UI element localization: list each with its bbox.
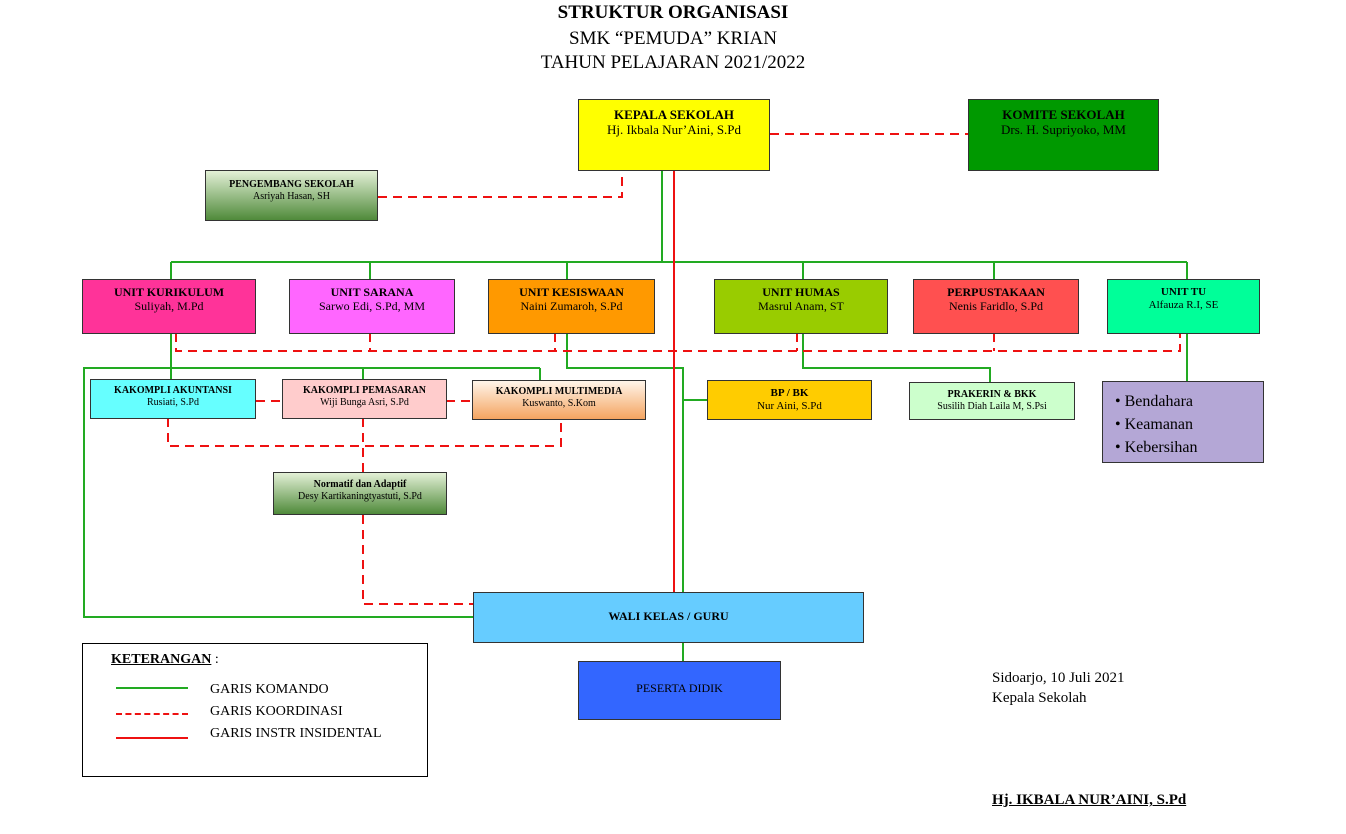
node-name: Rusiati, S.Pd — [147, 396, 199, 408]
legend: KETERANGAN : GARIS KOMANDO GARIS KOORDIN… — [82, 643, 428, 777]
academic-year: TAHUN PELAJARAN 2021/2022 — [540, 52, 806, 73]
node-name: Masrul Anam, ST — [758, 298, 844, 313]
node-name: Asriyah Hasan, SH — [253, 190, 330, 202]
node-title: UNIT TU — [1160, 286, 1207, 298]
signature-name: Hj. IKBALA NUR’AINI, S.Pd — [992, 792, 1187, 808]
node-title: KEPALA SEKOLAH — [613, 107, 735, 122]
node-title: UNIT KURIKULUM — [113, 285, 225, 299]
coordination-line — [175, 333, 1181, 352]
node-unit-tu: UNIT TU Alfauza R.I, SE — [1107, 279, 1260, 334]
legend-heading: KETERANGAN — [111, 652, 212, 667]
legend-item-label: GARIS INSTR INSIDENTAL — [210, 726, 382, 741]
node-name: Hj. Ikbala Nur’Aini, S.Pd — [606, 121, 742, 137]
node-peserta-didik: PESERTA DIDIK — [578, 661, 781, 720]
legend-coordination-swatch — [116, 713, 188, 715]
node-name: Alfauza R.I, SE — [1148, 298, 1219, 311]
command-line — [170, 262, 1188, 280]
node-title: KAKOMPLI PEMASARAN — [302, 385, 427, 396]
chart-title: STRUKTUR ORGANISASI — [557, 2, 789, 23]
signature-role: Kepala Sekolah — [992, 690, 1087, 706]
signature-place-date: Sidoarjo, 10 Juli 2021 — [992, 670, 1125, 686]
coordination-line — [378, 170, 623, 198]
node-title: BP / BK — [770, 387, 809, 399]
coordination-line — [369, 333, 995, 351]
node-normatif-adaptif: Normatif dan Adaptif Desy Kartikaningtya… — [273, 472, 447, 515]
coordination-line — [167, 418, 562, 447]
node-name: Susilih Diah Laila M, S.Psi — [937, 400, 1047, 412]
node-title: UNIT SARANA — [330, 285, 414, 299]
node-pengembang-sekolah: PENGEMBANG SEKOLAH Asriyah Hasan, SH — [205, 170, 378, 221]
node-name: Desy Kartikaningtyastuti, S.Pd — [298, 490, 422, 502]
node-name: Kuswanto, S.Kom — [522, 397, 596, 409]
node-unit-kurikulum: UNIT KURIKULUM Suliyah, M.Pd — [82, 279, 256, 334]
node-perpustakaan: PERPUSTAKAAN Nenis Faridlo, S.Pd — [913, 279, 1079, 334]
node-title: PRAKERIN & BKK — [947, 389, 1037, 400]
node-kakompli-multimedia: KAKOMPLI MULTIMEDIA Kuswanto, S.Kom — [472, 380, 646, 420]
node-kepala-sekolah: KEPALA SEKOLAH Hj. Ikbala Nur’Aini, S.Pd — [578, 99, 770, 171]
command-line — [802, 333, 991, 382]
node-title: UNIT KESISWAAN — [519, 285, 624, 299]
node-name: Drs. H. Supriyoko, MM — [1001, 121, 1126, 137]
legend-item-label: GARIS KOMANDO — [210, 682, 329, 697]
node-tu-staff-list: • Bendahara • Keamanan • Kebersihan — [1102, 381, 1264, 463]
node-komite-sekolah: KOMITE SEKOLAH Drs. H. Supriyoko, MM — [968, 99, 1159, 171]
node-title: PENGEMBANG SEKOLAH — [229, 179, 354, 190]
school-name: SMK “PEMUDA” KRIAN — [569, 28, 777, 49]
command-line — [566, 333, 684, 617]
tu-item: • Kebersihan — [1115, 439, 1198, 456]
node-title: KAKOMPLI MULTIMEDIA — [495, 386, 623, 397]
node-unit-humas: UNIT HUMAS Masrul Anam, ST — [714, 279, 888, 334]
node-title: KOMITE SEKOLAH — [1002, 107, 1125, 122]
node-name: Wiji Bunga Asri, S.Pd — [320, 396, 409, 408]
legend-incidental-swatch — [116, 737, 188, 739]
command-line — [170, 368, 541, 380]
node-title: KAKOMPLI AKUNTANSI — [114, 385, 232, 396]
node-kakompli-akuntansi: KAKOMPLI AKUNTANSI Rusiati, S.Pd — [90, 379, 256, 419]
node-name: Nenis Faridlo, S.Pd — [948, 298, 1043, 313]
node-title: Normatif dan Adaptif — [313, 479, 407, 490]
legend-item-label: GARIS KOORDINASI — [210, 704, 343, 719]
node-name: Naini Zumaroh, S.Pd — [520, 298, 623, 313]
command-line — [83, 333, 473, 618]
node-name: Nur Aini, S.Pd — [757, 399, 822, 412]
legend-command-swatch — [116, 687, 188, 689]
node-bp-bk: BP / BK Nur Aini, S.Pd — [707, 380, 872, 420]
node-kakompli-pemasaran: KAKOMPLI PEMASARAN Wiji Bunga Asri, S.Pd — [282, 379, 447, 419]
node-name: Suliyah, M.Pd — [134, 298, 204, 313]
node-wali-kelas-guru: WALI KELAS / GURU — [473, 592, 864, 643]
node-title: UNIT HUMAS — [762, 285, 840, 299]
node-name: Sarwo Edi, S.Pd, MM — [318, 298, 425, 313]
node-title: WALI KELAS / GURU — [608, 609, 729, 623]
node-prakerin-bkk: PRAKERIN & BKK Susilih Diah Laila M, S.P… — [909, 382, 1075, 420]
node-unit-sarana: UNIT SARANA Sarwo Edi, S.Pd, MM — [289, 279, 455, 334]
node-unit-kesiswaan: UNIT KESISWAAN Naini Zumaroh, S.Pd — [488, 279, 655, 334]
node-title: PESERTA DIDIK — [636, 681, 723, 695]
tu-item: • Keamanan — [1115, 416, 1194, 433]
tu-item: • Bendahara — [1115, 393, 1194, 410]
coordination-line — [362, 515, 473, 605]
node-title: PERPUSTAKAAN — [947, 285, 1045, 299]
